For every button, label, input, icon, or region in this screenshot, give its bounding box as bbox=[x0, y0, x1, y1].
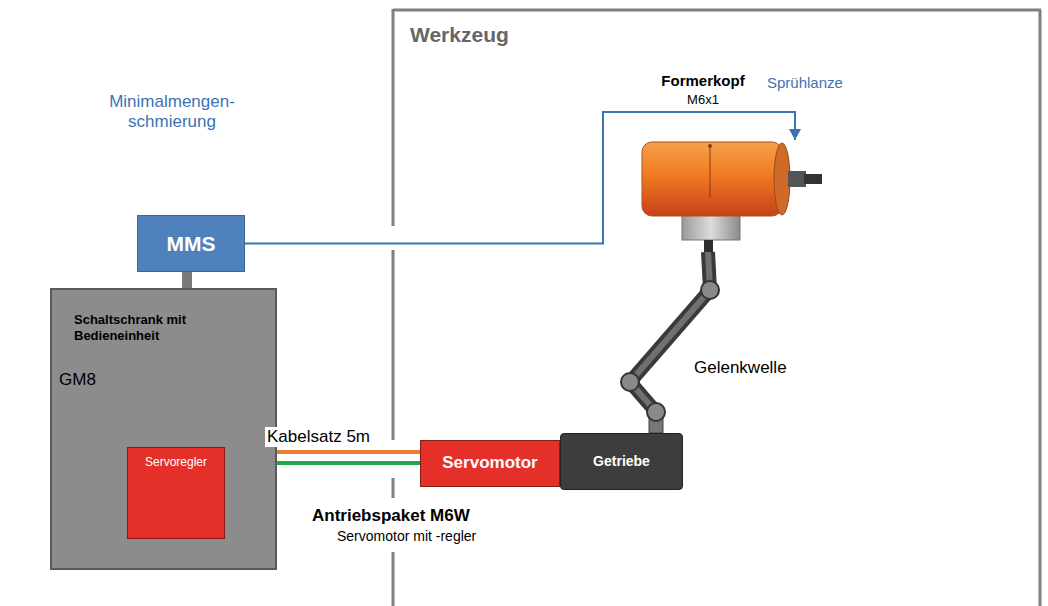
shaft-label: Gelenkwelle bbox=[692, 358, 789, 378]
former-head-illustration bbox=[640, 140, 825, 252]
package-label: Servomotor mit -regler bbox=[337, 528, 476, 545]
lance-label: Sprühlanze bbox=[765, 74, 845, 92]
package-label: Antriebspaket M6W bbox=[312, 506, 470, 526]
node-label: M6x1 bbox=[640, 92, 766, 108]
node-heading: Schaltschrank mit Bedieneinheit bbox=[74, 312, 246, 343]
connector bbox=[187, 272, 188, 288]
node-label: GM8 bbox=[59, 370, 96, 390]
node-heading: Formerkopf bbox=[640, 72, 766, 90]
node-label: Werkzeug bbox=[410, 22, 509, 47]
gearbox: Getriebe bbox=[560, 433, 683, 490]
servo-controller: Servoregler bbox=[127, 447, 225, 539]
control-cabinet: Schaltschrank mit BedieneinheitGM8Servor… bbox=[50, 288, 277, 570]
node-label: Servomotor bbox=[442, 453, 537, 473]
node-heading: Minimalmengen- schmierung bbox=[82, 92, 262, 133]
tool-region: WerkzeugFormerkopfM6x1ServomotorGetriebe bbox=[393, 10, 1040, 606]
mms-box: Minimalmengen- schmierungMMS bbox=[137, 215, 245, 272]
node-label: MMS bbox=[167, 231, 216, 256]
connector bbox=[621, 252, 719, 433]
node-label: Servoregler bbox=[128, 455, 224, 469]
connector bbox=[245, 112, 801, 244]
former-head: FormerkopfM6x1 bbox=[640, 140, 825, 252]
cable-label: Kabelsatz 5m bbox=[265, 427, 372, 447]
node-label: Getriebe bbox=[593, 453, 650, 470]
servo-motor: Servomotor bbox=[420, 440, 560, 487]
